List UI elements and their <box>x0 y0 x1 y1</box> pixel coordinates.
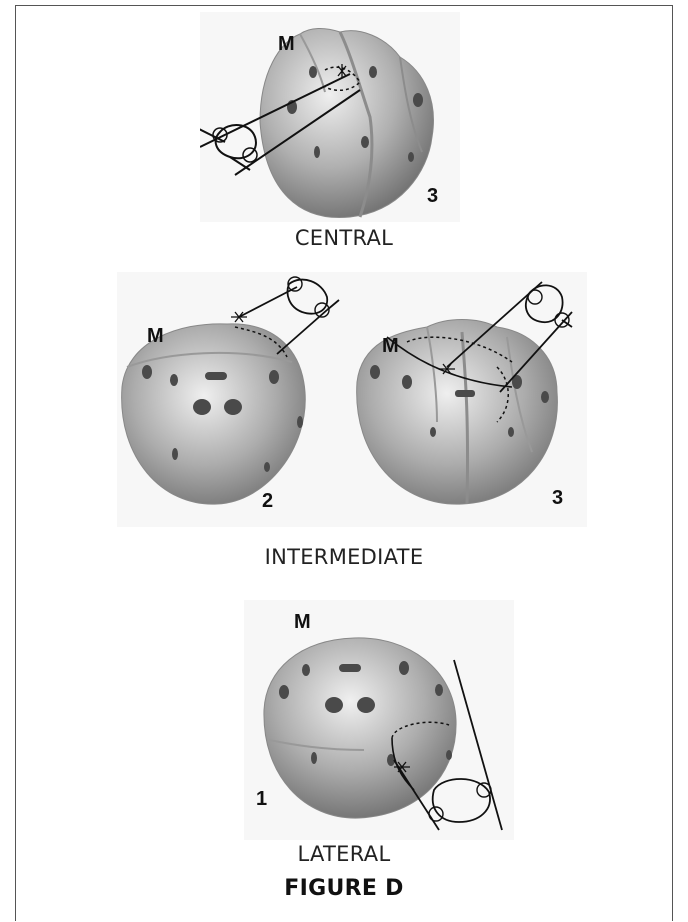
drill-slot <box>339 664 361 672</box>
central-diagram: M 3 <box>200 12 460 222</box>
drill-hole <box>264 462 270 472</box>
drill-hole <box>508 427 514 437</box>
drill-hole <box>279 685 289 699</box>
drill-hole <box>314 146 320 158</box>
intermediate-caption: INTERMEDIATE <box>0 545 688 569</box>
intermediate-diagram: M 2 M 3 <box>117 272 587 527</box>
central-caption: CENTRAL <box>0 226 688 250</box>
zone-number-label: 2 <box>262 490 273 512</box>
drill-hole <box>269 370 279 384</box>
zone-number-label: 3 <box>427 185 438 207</box>
figure-title: FIGURE D <box>0 876 688 901</box>
lateral-diagram: M 1 <box>244 600 514 840</box>
drill-hole <box>170 374 178 386</box>
drill-hole <box>435 684 443 696</box>
drill-hole <box>446 750 452 760</box>
drill-hole <box>357 697 375 713</box>
drill-hole <box>309 66 317 78</box>
drill-slot <box>205 372 227 380</box>
drill-hole <box>541 391 549 403</box>
drill-hole <box>311 752 317 764</box>
drill-hole <box>302 664 310 676</box>
drill-hole <box>172 448 178 460</box>
lateral-caption: LATERAL <box>0 842 688 866</box>
drill-slot <box>455 390 475 397</box>
drill-hole <box>369 66 377 78</box>
drill-hole <box>370 365 380 379</box>
talar-dome-lateral <box>264 638 456 818</box>
drill-hole <box>193 399 211 415</box>
drill-hole <box>142 365 152 379</box>
drill-hole <box>224 399 242 415</box>
medial-label: M <box>278 33 295 55</box>
medial-label: M <box>294 611 311 633</box>
drill-hole <box>408 152 414 162</box>
drill-hole <box>297 416 303 428</box>
medial-label: M <box>147 325 164 347</box>
zone-number-label: 3 <box>552 487 563 509</box>
drill-hole <box>402 375 412 389</box>
zone-number-label: 1 <box>256 788 267 810</box>
medial-label: M <box>382 335 399 357</box>
drill-hole <box>399 661 409 675</box>
drill-hole <box>413 93 423 107</box>
drill-hole <box>325 697 343 713</box>
drill-hole <box>430 427 436 437</box>
drill-hole <box>361 136 369 148</box>
